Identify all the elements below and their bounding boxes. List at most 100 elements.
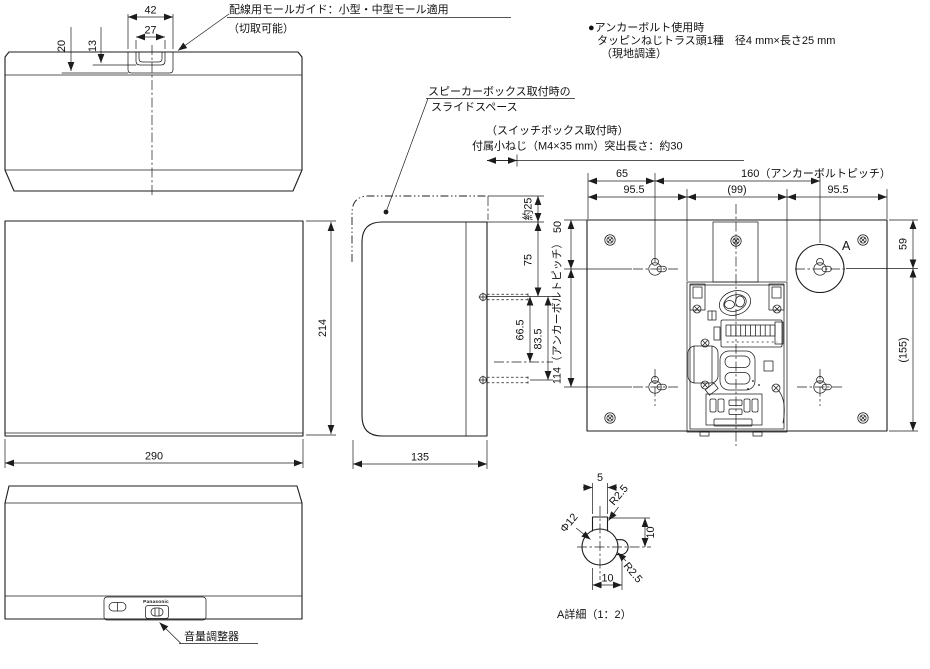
transformer-laminations xyxy=(693,345,713,384)
amp-clip-left xyxy=(689,283,706,311)
volume-knob-ticks xyxy=(154,607,160,617)
dim-214-extensions xyxy=(306,220,336,436)
amp-inner-case xyxy=(689,284,785,430)
amp-outer-case xyxy=(686,281,788,433)
front-top-view: 42 27 20 13 配線用モールガイド：小型・中型モール適用 （切取可能） xyxy=(4,2,511,197)
anchor-note-line3: （現地調達） xyxy=(601,46,667,60)
connector-window xyxy=(728,408,743,415)
detail-r25bot-leader xyxy=(617,552,627,562)
mold-guide-note-line1: 配線用モールガイド：小型・中型モール適用 xyxy=(229,2,449,16)
dim-20-label: 20 xyxy=(56,40,68,52)
keyhole-slot-icon xyxy=(813,258,832,276)
mount-plate-view: A 65 160（アンカーボルトピッチ） 95.5 (99) 95.5 59 (… xyxy=(586,167,918,446)
connector-base xyxy=(713,418,753,427)
dim-reference-lines xyxy=(487,195,553,381)
dim-99-label: (99) xyxy=(727,184,746,196)
solder-dot xyxy=(758,384,760,386)
volume-label: 音量調整器 xyxy=(184,629,239,643)
plate-right-extensions xyxy=(846,219,918,432)
side-view: 214 290 xyxy=(4,220,336,468)
detail-dim5-label: 5 xyxy=(597,472,603,484)
top-view-outline xyxy=(4,51,303,192)
keyhole-slot-icon xyxy=(813,376,832,394)
switchbox-note-line1: （スイッチボックス取付時） xyxy=(486,124,629,137)
anchor-note-line2: タッピンねじトラス頭1種 径4 mm×長さ25 mm xyxy=(597,33,835,47)
terminal-side-tab xyxy=(713,326,721,341)
detail-slot xyxy=(591,516,609,532)
detail-a-title: A詳細（1：2） xyxy=(557,607,632,621)
dim-160-label: 160（アンカーボルトピッチ） xyxy=(741,167,891,180)
amp-flag xyxy=(704,382,719,396)
slide-note-line1: スピーカーボックス取付時の xyxy=(428,85,571,98)
corner-screw-icon xyxy=(857,412,869,424)
dim-75-label: 75 xyxy=(523,254,535,266)
volume-leader xyxy=(159,622,182,644)
detail-a-marker: A xyxy=(842,239,851,253)
detail-r25bot-label: R2.5 xyxy=(621,560,645,585)
amp-clip-left-window xyxy=(692,286,703,299)
mold-guide-notch xyxy=(61,51,174,74)
slide-note-line2: スライドスペース xyxy=(431,102,518,114)
dim-42-label: 42 xyxy=(144,5,156,17)
oval-cutout-block xyxy=(719,350,756,391)
terminal-teeth xyxy=(725,324,776,337)
oval-cutout-2 xyxy=(724,372,751,385)
brand-logo: Panasonic xyxy=(143,599,169,605)
transformer xyxy=(687,345,719,384)
detail-r25top-label: R2.5 xyxy=(607,483,631,508)
amp-clip-right xyxy=(768,283,785,311)
top-view-edges xyxy=(4,74,303,171)
amplifier-unit xyxy=(686,281,788,437)
detail-phi12-label: Φ12 xyxy=(558,511,580,535)
connector-block xyxy=(705,393,763,426)
corner-screw-icon xyxy=(857,234,869,246)
detail-a-view: 5 R2.5 Φ12 10 R2.5 10 A詳細（1：2） xyxy=(557,472,657,621)
detail-dim10b-label: 10 xyxy=(601,573,613,585)
dim-214-label: 214 xyxy=(317,319,329,337)
slide-phantom-outline xyxy=(351,195,488,262)
front-view: Panasonic 音量調整器 xyxy=(4,485,303,644)
connector-slot xyxy=(743,398,751,413)
mount-side-view: スピーカーボックス取付時の スライドスペース （スイッチボックス取付時） 付属小… xyxy=(351,85,744,469)
amp-screw-icon xyxy=(772,304,782,314)
switchbox-note-line2: 付属小ねじ（M4×35 mm）突出長さ：約30 xyxy=(472,139,683,153)
dim-27-label: 27 xyxy=(144,25,156,37)
slide-leader xyxy=(385,98,429,213)
dim-approx25-label: 約25 xyxy=(521,198,535,221)
plate-left-extensions xyxy=(564,219,632,388)
detail-a-circle xyxy=(795,243,845,294)
side-view-outline xyxy=(4,220,304,437)
dim-155-label: (155) xyxy=(898,337,910,362)
amp-foot xyxy=(752,431,763,437)
terminal-block xyxy=(720,319,783,348)
amp-keyhole-boss-hole2 xyxy=(735,295,745,308)
anchor-note-line1: ●アンカーボルト使用時 xyxy=(588,21,704,34)
front-view-edges xyxy=(4,502,303,597)
keyhole-centerlines xyxy=(633,268,846,406)
dim-95a-label: 95.5 xyxy=(623,184,644,196)
dim-135-label: 135 xyxy=(411,452,429,464)
dim-66-5-label: 66.5 xyxy=(515,319,527,340)
amp-keyhole-boss-mid xyxy=(723,294,747,312)
detail-phi12-leader xyxy=(575,527,591,540)
control-panel xyxy=(103,596,207,621)
volume-control-frame xyxy=(145,605,169,619)
detail-centerlines xyxy=(577,506,651,580)
detail-r25top-leader xyxy=(608,506,619,521)
amp-wire xyxy=(778,390,785,424)
amp-clip-small xyxy=(763,360,774,372)
dim-95b-label: 95.5 xyxy=(827,184,848,196)
corner-screw-icon xyxy=(604,234,616,246)
dim-50-label: 50 xyxy=(552,221,564,233)
amp-keyhole-boss-hole1 xyxy=(724,300,735,309)
mount-screw-upper xyxy=(478,292,529,302)
amp-foot xyxy=(699,431,710,437)
dim-83-5-label: 83.5 xyxy=(533,328,545,349)
corner-screw-icon xyxy=(604,412,616,424)
amp-clip-right-window xyxy=(771,286,782,299)
solder-dot xyxy=(747,388,749,390)
dim-42-extensions xyxy=(127,14,174,49)
dim-65-label: 65 xyxy=(616,168,628,180)
